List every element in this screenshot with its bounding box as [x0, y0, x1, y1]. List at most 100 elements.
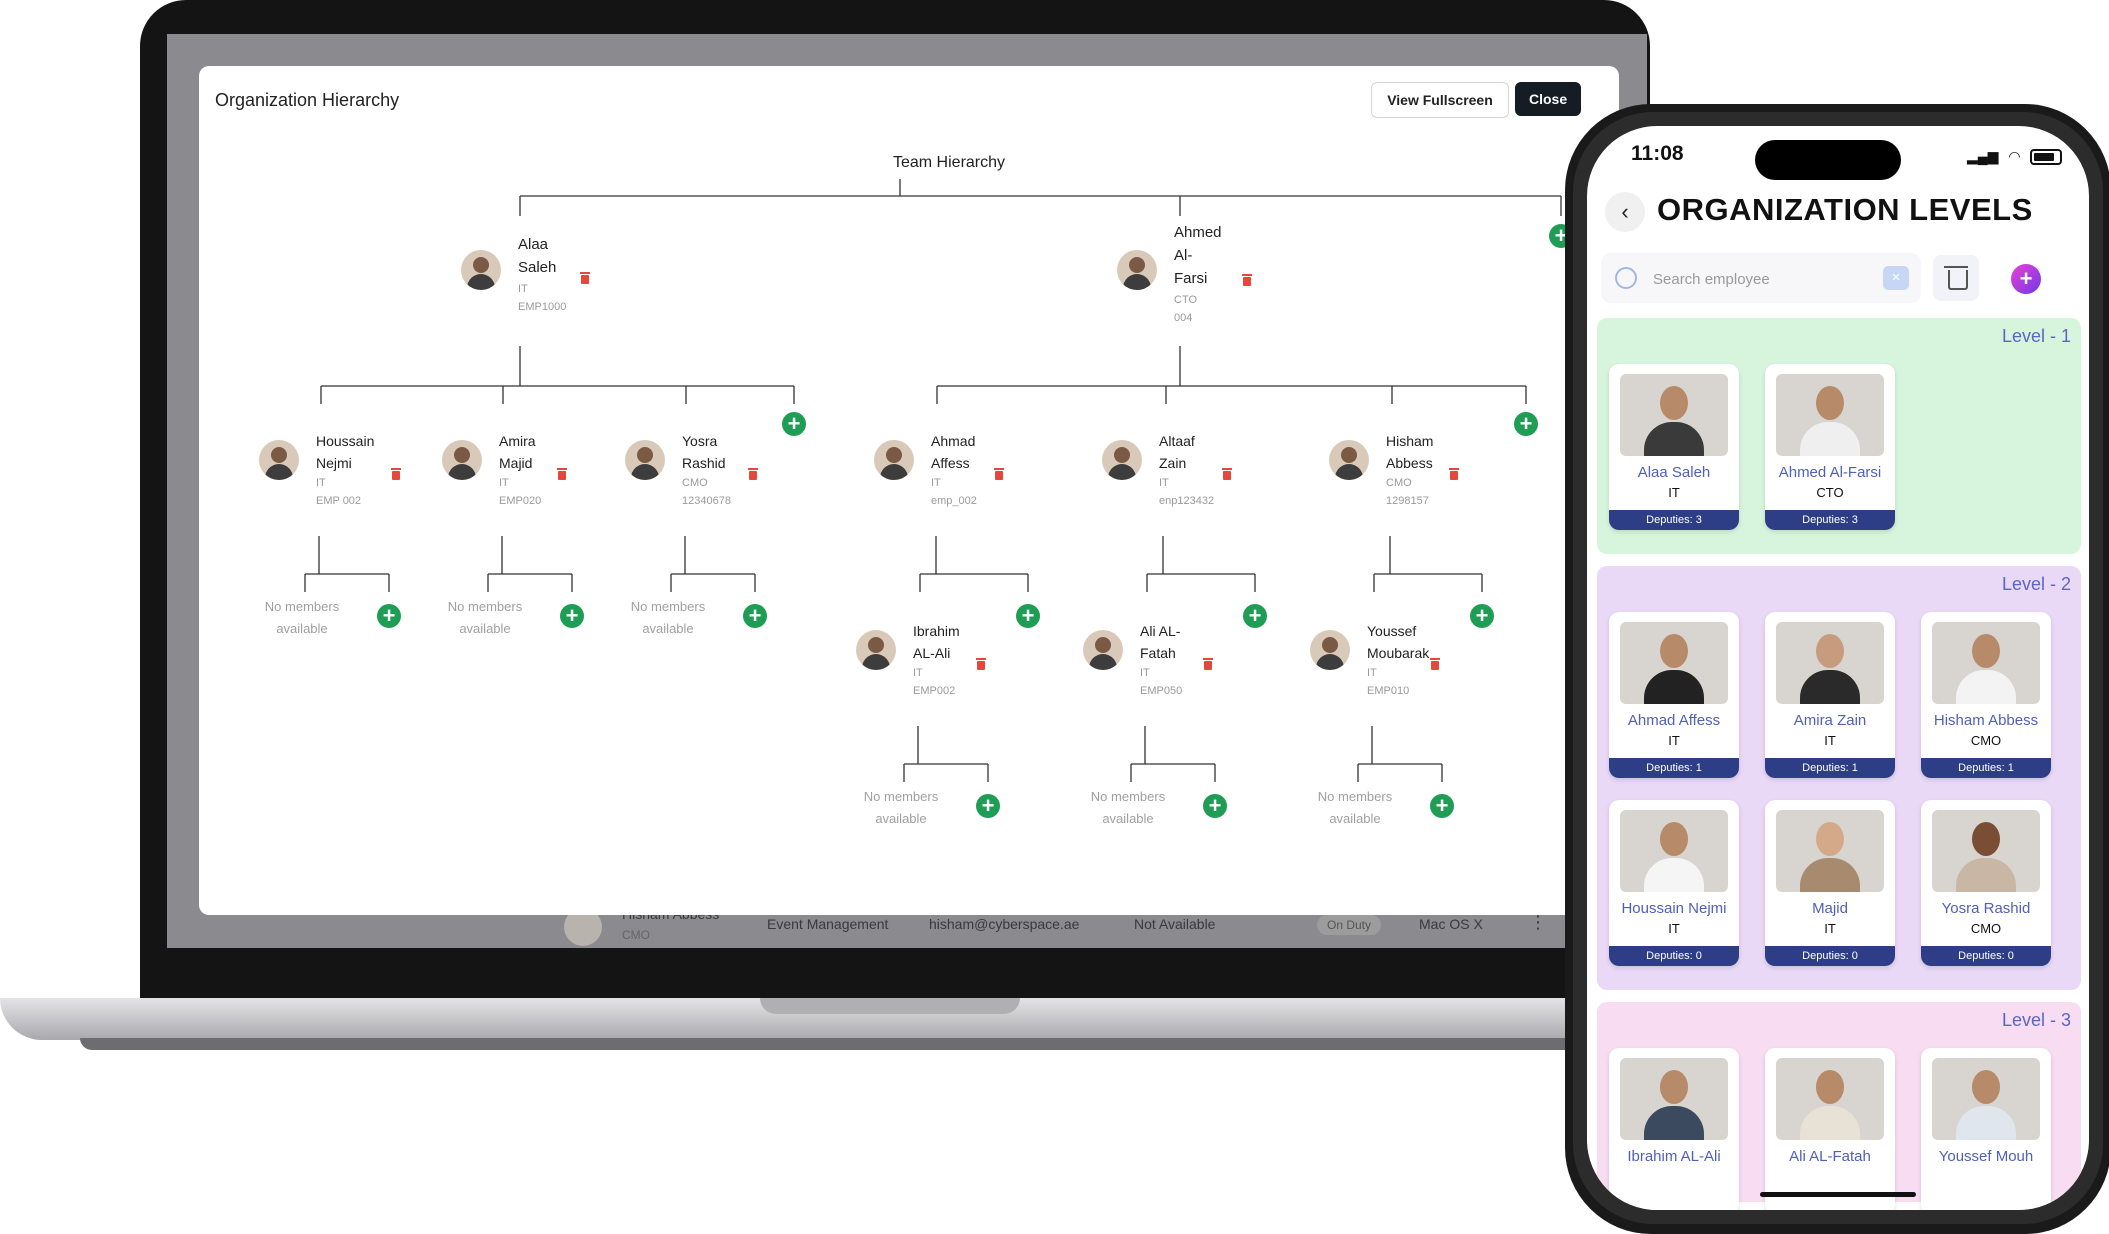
employee-card[interactable]: Hisham Abbess CMO Deputies: 1	[1921, 612, 2051, 778]
employee-card[interactable]: Ahmad Affess IT Deputies: 1	[1609, 612, 1739, 778]
no-members-text: No members available	[1090, 789, 1166, 826]
employee-photo	[1776, 1058, 1884, 1140]
level-title: Level - 3	[2001, 1010, 2071, 1030]
level-section: Level - 1 Alaa Saleh IT Deputies: 3 Ahme…	[1597, 318, 2081, 554]
employee-card[interactable]: Majid IT Deputies: 0	[1765, 800, 1895, 966]
back-button[interactable]: ‹	[1605, 192, 1645, 232]
status-badge: On Duty	[1317, 915, 1382, 935]
add-member-button[interactable]: +	[1243, 604, 1267, 628]
delete-icon[interactable]	[976, 658, 986, 670]
node-department: IT	[1140, 667, 1150, 679]
laptop-foot	[80, 1038, 1640, 1050]
node-department: IT	[913, 667, 923, 679]
add-member-button[interactable]: +	[1430, 794, 1454, 818]
add-member-button[interactable]: +	[782, 412, 806, 436]
add-employee-button[interactable]: +	[2011, 264, 2041, 294]
add-member-button[interactable]: +	[976, 794, 1000, 818]
deputies-count: Deputies: 1	[1765, 758, 1895, 778]
home-indicator[interactable]	[1760, 1192, 1916, 1197]
employee-card[interactable]: Yosra Rashid CMO Deputies: 0	[1921, 800, 2051, 966]
delete-icon[interactable]	[1203, 658, 1213, 670]
delete-icon[interactable]	[391, 468, 401, 480]
hierarchy-node-alaa-saleh[interactable]: Alaa Saleh IT EMP1000	[461, 236, 621, 326]
hierarchy-node[interactable]: Ali AL- Fatah IT EMP050	[1083, 620, 1243, 700]
employee-name: Majid	[1812, 900, 1848, 917]
deputies-count: Deputies: 3	[1609, 510, 1739, 530]
page-title: ORGANIZATION LEVELS	[1657, 192, 2033, 227]
wifi-icon: ◠	[2008, 148, 2021, 164]
employee-card[interactable]: Houssain Nejmi IT Deputies: 0	[1609, 800, 1739, 966]
add-member-button[interactable]: +	[377, 604, 401, 628]
employee-card[interactable]: Amira Zain IT Deputies: 1	[1765, 612, 1895, 778]
employee-name: Houssain Nejmi	[1621, 900, 1727, 917]
node-employee-id: 004	[1174, 312, 1193, 324]
delete-icon[interactable]	[1430, 658, 1440, 670]
employee-name: Amira Zain	[1793, 712, 1867, 729]
add-member-button[interactable]: +	[1016, 604, 1040, 628]
node-name-line: Nejmi	[316, 455, 352, 471]
hierarchy-node[interactable]: Yosra Rashid CMO 12340678	[625, 430, 785, 510]
level-section: Level - 2 Ahmad Affess IT Deputies: 1 Am…	[1597, 566, 2081, 990]
node-name-line: Amira	[499, 433, 536, 449]
node-department: IT	[1367, 667, 1377, 679]
delete-icon[interactable]	[1222, 468, 1232, 480]
employee-card[interactable]: Youssef Mouh	[1921, 1048, 2051, 1210]
node-department: IT	[931, 477, 941, 489]
employee-photo	[1932, 622, 2040, 704]
employee-role: CTO	[1816, 485, 1844, 500]
employee-role: IT	[1668, 485, 1680, 500]
employee-name: Ahmad Affess	[1627, 712, 1721, 729]
add-member-button[interactable]: +	[1514, 412, 1538, 436]
node-department: CTO	[1174, 294, 1198, 306]
add-member-button[interactable]: +	[560, 604, 584, 628]
hierarchy-node-ahmed-al-farsi[interactable]: Ahmed Al- Farsi CTO 004	[1117, 224, 1277, 334]
add-member-button[interactable]: +	[743, 604, 767, 628]
hierarchy-node[interactable]: Altaaf Zain IT enp123432	[1102, 430, 1262, 510]
employee-card[interactable]: Ibrahim AL-Ali	[1609, 1048, 1739, 1210]
deputies-count: Deputies: 0	[1765, 946, 1895, 966]
delete-icon[interactable]	[1449, 468, 1459, 480]
search-input[interactable]	[1651, 253, 1875, 305]
deputies-count: Deputies: 3	[1765, 510, 1895, 530]
delete-button[interactable]	[1933, 255, 1979, 301]
node-department: CMO	[682, 477, 708, 489]
node-employee-id: 12340678	[682, 495, 731, 507]
hierarchy-node[interactable]: Hisham Abbess CMO 1298157	[1329, 430, 1489, 510]
node-name-line: Alaa	[518, 236, 549, 253]
node-department: IT	[518, 283, 528, 295]
hierarchy-node[interactable]: Youssef Moubarak IT EMP010	[1310, 620, 1470, 700]
close-button[interactable]: Close	[1515, 82, 1582, 116]
employee-name: Ali AL-Fatah	[1789, 1148, 1871, 1165]
node-name-line: Yosra	[682, 433, 718, 449]
employee-photo	[1932, 1058, 2040, 1140]
add-member-button[interactable]: +	[1203, 794, 1227, 818]
employee-name: Ahmed Al-Farsi	[1778, 464, 1882, 481]
delete-icon[interactable]	[1242, 274, 1252, 286]
employee-name: Yosra Rashid	[1941, 900, 2031, 917]
hierarchy-node[interactable]: Ibrahim AL-Ali IT EMP002	[856, 620, 1016, 700]
more-vertical-icon[interactable]: ⋮	[1529, 912, 1547, 932]
clear-search-button[interactable]: ×	[1883, 266, 1909, 290]
hierarchy-node[interactable]: Houssain Nejmi IT EMP 002	[259, 430, 419, 510]
employee-card[interactable]: Ali AL-Fatah	[1765, 1048, 1895, 1210]
avatar	[442, 440, 482, 480]
node-employee-id: enp123432	[1159, 495, 1215, 507]
node-department: IT	[499, 477, 509, 489]
employee-name: Ibrahim AL-Ali	[1627, 1148, 1721, 1165]
delete-icon[interactable]	[994, 468, 1004, 480]
add-member-button[interactable]: +	[1470, 604, 1494, 628]
hierarchy-node[interactable]: Amira Majid IT EMP020	[442, 430, 602, 510]
delete-icon[interactable]	[748, 468, 758, 480]
employee-card[interactable]: Ahmed Al-Farsi CTO Deputies: 3	[1765, 364, 1895, 530]
delete-icon[interactable]	[557, 468, 567, 480]
hierarchy-node[interactable]: Ahmad Affess IT emp_002	[874, 430, 1034, 510]
delete-icon[interactable]	[580, 272, 590, 284]
level-title: Level - 2	[2001, 574, 2071, 594]
employee-role: IT	[1824, 733, 1836, 748]
node-department: IT	[1159, 477, 1169, 489]
node-name-line: Fatah	[1140, 645, 1176, 661]
view-fullscreen-button[interactable]: View Fullscreen	[1371, 82, 1509, 118]
employee-card[interactable]: Alaa Saleh IT Deputies: 3	[1609, 364, 1739, 530]
employee-role: IT	[1668, 733, 1680, 748]
avatar	[1083, 630, 1123, 670]
